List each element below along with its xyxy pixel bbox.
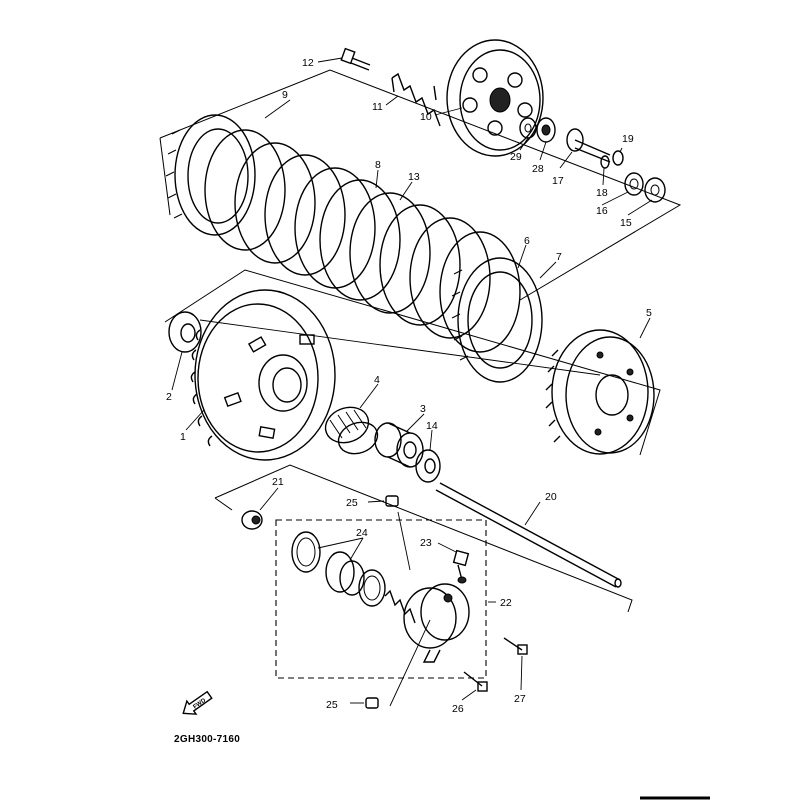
callout-22: 22 <box>500 597 512 609</box>
callout-29: 29 <box>510 151 522 163</box>
callout-17: 17 <box>552 175 564 187</box>
lower-assembly-frame <box>164 269 661 456</box>
callout-10: 10 <box>420 111 432 123</box>
push-rod-17 <box>566 128 611 163</box>
drawing-code: 2GH300-7160 <box>174 734 240 745</box>
leader-lines <box>171 57 653 707</box>
nut-16 <box>624 172 644 196</box>
callout-23: 23 <box>420 537 432 549</box>
bolt-26 <box>463 671 488 692</box>
clutch-spring <box>391 72 441 127</box>
callout-28: 28 <box>532 163 544 175</box>
assembly-axis-line <box>199 319 601 376</box>
callout-labels: 9 12 11 10 8 13 19 29 28 17 18 16 15 6 7… <box>166 57 652 715</box>
callout-18: 18 <box>596 187 608 199</box>
clutch-housing <box>190 289 336 461</box>
callout-16: 16 <box>596 205 608 217</box>
clutch-boss <box>545 329 655 455</box>
callout-20: 20 <box>545 491 557 503</box>
pressure-plate <box>446 39 544 157</box>
bolt-12 <box>340 47 371 71</box>
collar-21 <box>241 510 263 530</box>
callout-6: 6 <box>524 235 530 247</box>
upper-assembly-frame <box>159 69 682 301</box>
callout-19: 19 <box>622 133 634 145</box>
fwd-label: FWD <box>193 697 208 710</box>
callout-25-lower: 25 <box>326 699 338 711</box>
seal-kit-24 <box>291 531 386 607</box>
callout-11: 11 <box>372 101 383 113</box>
bearing-28 <box>536 117 556 143</box>
callout-25-upper: 25 <box>346 497 358 509</box>
push-rod-20 <box>435 482 622 588</box>
callout-2: 2 <box>166 391 172 403</box>
release-cylinder-body <box>403 583 470 663</box>
spacer <box>374 422 424 468</box>
lock-washer-15 <box>644 177 666 203</box>
thrust-washer <box>168 311 202 353</box>
callout-1: 1 <box>180 431 186 443</box>
bolt-27 <box>503 637 528 655</box>
callout-7: 7 <box>556 251 562 263</box>
release-assembly-frame <box>214 464 633 613</box>
callout-12: 12 <box>302 57 314 69</box>
forward-direction-arrow: FWD <box>182 690 213 715</box>
callout-4: 4 <box>374 374 380 386</box>
callout-5: 5 <box>646 307 652 319</box>
dowel-pin-upper <box>385 495 399 507</box>
callout-21: 21 <box>272 476 284 488</box>
clutch-plate-stack <box>165 114 543 383</box>
callout-9: 9 <box>282 89 288 101</box>
clutch-release-group-box <box>275 519 487 679</box>
callout-24: 24 <box>356 527 368 539</box>
callout-15: 15 <box>620 217 632 229</box>
bleeder-23 <box>452 549 470 584</box>
o-ring-19 <box>612 150 624 166</box>
callout-26: 26 <box>452 703 464 715</box>
callout-27: 27 <box>514 693 526 705</box>
callout-14: 14 <box>426 420 438 432</box>
callout-13: 13 <box>408 171 420 183</box>
callout-8: 8 <box>375 159 381 171</box>
release-spring <box>384 589 416 624</box>
callout-3: 3 <box>420 403 426 415</box>
dowel-pin-lower <box>365 697 379 709</box>
washer-14 <box>415 449 441 483</box>
washer-18 <box>600 155 610 169</box>
